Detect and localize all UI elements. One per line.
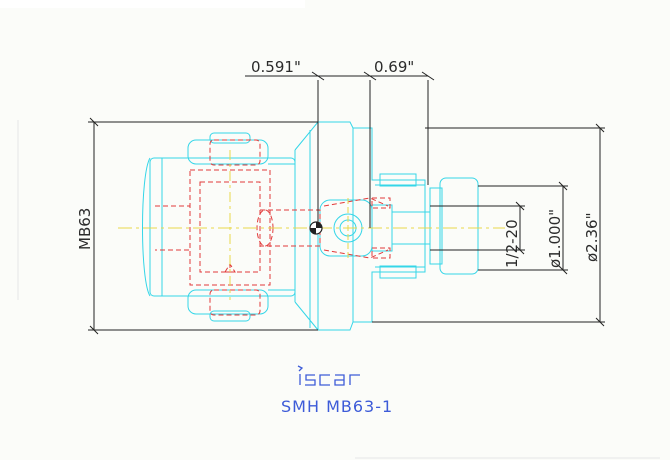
body-outline <box>142 121 479 331</box>
datum-ball <box>309 221 323 235</box>
dimensions <box>88 71 605 335</box>
top-cap <box>187 139 269 165</box>
flange-step <box>429 187 443 265</box>
rear-shank <box>149 157 296 297</box>
dim-label-bore: ø1.000" <box>546 209 564 268</box>
dim-label-069: 0.69" <box>374 58 414 76</box>
part-number-caption: SMH MB63-1 <box>281 397 393 416</box>
dim-label-mb63: MB63 <box>76 208 94 250</box>
iscar-logo <box>297 365 360 386</box>
bottom-cap <box>187 289 269 315</box>
dim-label-0591: 0.591" <box>251 58 301 76</box>
body-taper <box>294 121 319 331</box>
clamp-block-top <box>379 173 417 187</box>
dim-label-thread: 1/2-20 <box>503 219 521 268</box>
dim-label-outer: ø2.36" <box>583 213 601 262</box>
clamp-block-bottom <box>379 265 417 279</box>
front-flange <box>439 177 479 275</box>
rear-bore <box>155 205 191 251</box>
